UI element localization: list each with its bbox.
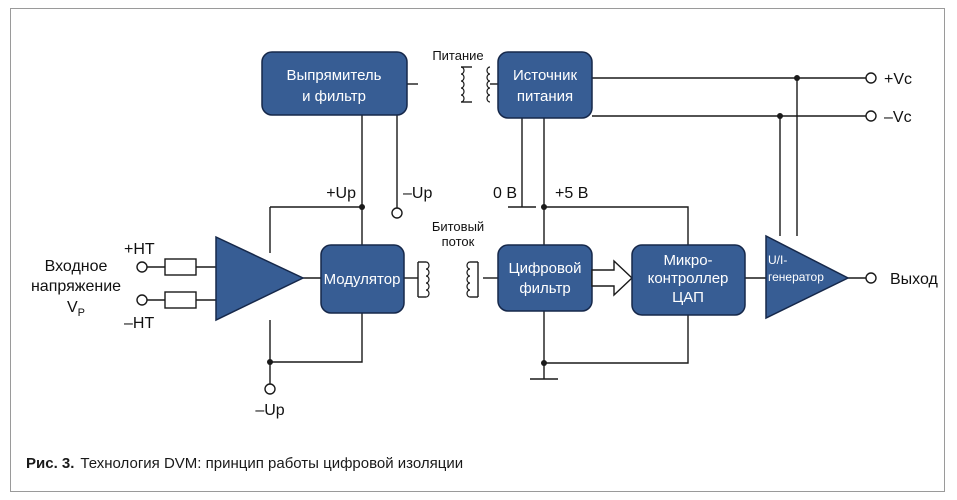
input-amplifier [215,235,305,322]
power-transformer [407,66,498,103]
caption-prefix: Рис. 3. [26,455,74,472]
rectifier-filter-block: Выпрямитель и фильтр [261,51,408,116]
microcontroller-block: Микро- контроллер ЦАП [631,244,746,316]
minus-vc-terminal [865,110,877,122]
plus-5v-label: +5 В [555,185,588,202]
microcontroller-label-3: ЦАП [672,289,704,306]
input-v: V [67,299,78,316]
plus-vc-label: +Vc [884,71,912,88]
hollow-arrow [591,259,634,297]
rectifier-label-1: Выпрямитель [286,67,381,84]
plus-vc-terminal [865,72,877,84]
power-supply-label-1: Источник [513,67,577,84]
output-terminal [865,272,877,284]
caption-text: Технология DVM: принцип работы цифровой … [80,455,463,472]
bitstream-label-1: Битовый [432,219,484,234]
digital-filter-label-2: фильтр [519,280,570,297]
input-resistor-plus [164,258,197,276]
plus-ht-label: +HT [124,241,155,258]
ui-generator-label-2: генератор [768,270,824,284]
minus-ht-label: –HT [124,315,154,332]
minus-up-bottom-terminal [264,383,276,395]
plus-ht-terminal [136,261,148,273]
rectifier-label-2: и фильтр [302,88,366,105]
input-voltage-symbol: VP [67,299,85,319]
minus-up-bottom-label: –Up [255,402,284,419]
wiring [147,77,866,384]
power-label: Питание [432,48,483,63]
power-supply-block: Источник питания [497,51,593,119]
figure-caption: Рис. 3. Технология DVM: принцип работы ци… [26,455,463,472]
input-resistor-minus [164,291,197,309]
bitstream-label-2: поток [442,234,475,249]
output-label: Выход [890,271,939,288]
digital-filter-block: Цифровой фильтр [497,244,593,312]
modulator-label: Модулятор [324,271,401,288]
input-v-subscript: P [78,307,85,319]
signal-transformer [417,261,479,298]
minus-up-top-terminal [391,207,403,219]
plus-up-label: +Up [326,185,356,202]
minus-up-top-label: –Up [403,185,432,202]
minus-vc-label: –Vc [884,109,912,126]
input-label-1: Входное [45,258,108,275]
digital-filter-label-1: Цифровой [508,260,581,277]
ui-generator-block: U/I- генератор [765,234,850,320]
ui-generator-label-1: U/I- [768,253,787,267]
zero-v-label: 0 В [493,185,517,202]
power-supply-label-2: питания [517,88,573,105]
microcontroller-label-2: контроллер [648,270,729,287]
input-label-2: напряжение [31,278,121,295]
minus-ht-terminal [136,294,148,306]
microcontroller-label-1: Микро- [663,252,712,269]
modulator-block: Модулятор [320,244,405,314]
junction-dots [267,75,800,366]
